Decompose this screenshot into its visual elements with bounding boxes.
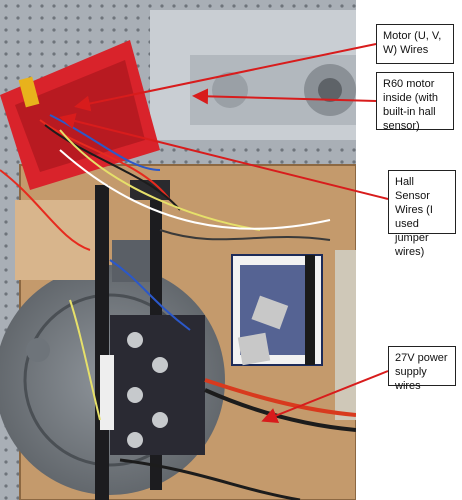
callout-hall-wires: Hall Sensor Wires (I used jumper wires) bbox=[388, 170, 456, 258]
callout-motor-wires: Motor (U, V, W) Wires bbox=[376, 24, 454, 64]
motor-driver-board bbox=[110, 315, 205, 455]
callout-power-wires: 27V power supply wires bbox=[388, 346, 456, 392]
bench-photo bbox=[0, 0, 356, 500]
callout-r60-motor: R60 motor inside (with built-in hall sen… bbox=[376, 72, 454, 132]
vertical-rod bbox=[95, 185, 109, 500]
